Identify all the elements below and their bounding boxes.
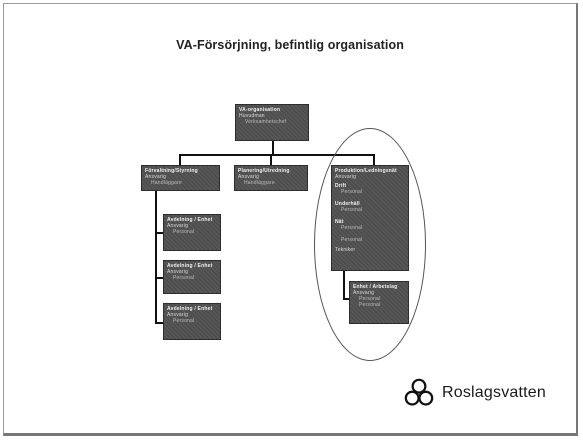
highlight-ellipse [314,128,426,361]
org-box-sub1-title: Avdelning / Enhet [167,217,213,223]
org-box-sub1: Avdelning / Enhet Ansvarig Personal [163,214,221,251]
org-box-sub2-line: Ansvarig [167,269,189,275]
org-box-top-line: Huvudman [239,113,265,119]
connector-top-down [272,140,274,155]
connector-sub3 [155,322,164,324]
connector-sub2 [155,277,164,279]
org-box-middle-title: Planering/Utredning [238,168,290,174]
org-box-sub3-title: Avdelning / Enhet [167,306,213,312]
org-box-top-title: VA-organisation [239,107,281,113]
org-box-middle-line: Handläggare [244,180,275,186]
knot-logo-icon [404,378,434,406]
org-box-sub2-title: Avdelning / Enhet [167,263,213,269]
connector-middle-down [270,154,272,166]
org-box-top: VA-organisation Huvudman Verksamhetschef [235,104,309,141]
connector-horizontal [179,154,375,156]
org-box-sub3-line: Personal [173,318,195,324]
roslagsvatten-logo: Roslagsvatten [402,376,546,410]
org-box-sub3-line: Ansvarig [167,312,189,318]
org-box-sub2-line: Personal [173,275,195,281]
slide: VA-Försörjning, befintlig organisation V… [3,3,578,436]
org-box-left-title: Förvaltning/Styrning [145,168,198,174]
org-box-sub3: Avdelning / Enhet Ansvarig Personal [163,303,221,340]
org-box-sub1-line: Ansvarig [167,223,189,229]
org-box-top-line: Verksamhetschef [245,119,287,125]
org-box-sub1-line: Personal [173,229,195,235]
logo-text: Roslagsvatten [442,384,546,401]
org-box-left-line: Handläggare [151,180,182,186]
org-box-left: Förvaltning/Styrning Ansvarig Handläggar… [141,165,220,191]
org-box-middle-line: Ansvarig [238,174,260,180]
org-box-sub2: Avdelning / Enhet Ansvarig Personal [163,260,221,294]
org-box-middle: Planering/Utredning Ansvarig Handläggare [234,165,308,191]
connector-sub1 [155,232,164,234]
org-box-left-line: Ansvarig [145,174,167,180]
slide-title: VA-Försörjning, befintlig organisation [176,38,404,52]
connector-left-down [179,154,181,166]
connector-left-vertical [155,190,157,324]
